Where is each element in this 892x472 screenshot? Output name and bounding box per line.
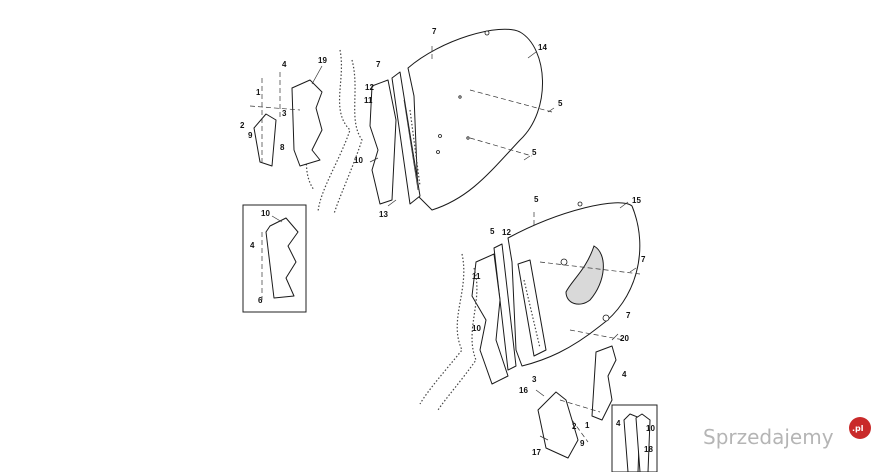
callout-11: 11 xyxy=(472,272,481,281)
callout-11: 11 xyxy=(364,96,373,105)
upper-bracket-19 xyxy=(291,79,323,167)
callout-9: 9 xyxy=(580,439,585,448)
callout-17: 17 xyxy=(532,448,541,457)
callout-10: 10 xyxy=(354,156,363,165)
callout-16: 16 xyxy=(519,386,528,395)
watermark-text: Sprzedajemy xyxy=(703,425,834,449)
upper-inset xyxy=(242,204,307,313)
lower-inset xyxy=(611,404,658,472)
callout-19: 19 xyxy=(318,56,327,65)
callout-1: 1 xyxy=(585,421,590,430)
callout-4: 4 xyxy=(250,241,255,250)
lower-assembly xyxy=(419,201,641,459)
callout-10: 10 xyxy=(646,424,655,433)
callout-3: 3 xyxy=(282,109,287,118)
upper-assembly xyxy=(249,28,555,215)
callout-12: 12 xyxy=(502,228,511,237)
callout-8: 8 xyxy=(280,143,285,152)
callout-7: 7 xyxy=(432,27,437,36)
callout-4: 4 xyxy=(622,370,627,379)
callout-9: 9 xyxy=(248,131,253,140)
callout-5: 5 xyxy=(534,195,539,204)
callout-4: 4 xyxy=(616,419,621,428)
callout-4: 4 xyxy=(282,60,287,69)
upper-plate-8 xyxy=(253,113,277,167)
callout-6: 6 xyxy=(258,296,263,305)
lower-bracket-4 xyxy=(591,345,617,421)
upper-frame xyxy=(369,79,397,205)
callout-10: 10 xyxy=(261,209,270,218)
callout-7: 7 xyxy=(376,60,381,69)
upper-inset-frame xyxy=(242,204,307,313)
callout-15: 15 xyxy=(632,196,641,205)
upper-shield-panel xyxy=(407,28,543,211)
lower-inset-frame xyxy=(611,404,658,472)
lower-frame xyxy=(471,253,509,385)
callout-13: 13 xyxy=(379,210,388,219)
upper-inset-part xyxy=(265,217,299,299)
lower-plate-17 xyxy=(537,391,579,459)
callout-20: 20 xyxy=(620,334,629,343)
callout-5: 5 xyxy=(558,99,563,108)
callout-14: 14 xyxy=(538,43,547,52)
lower-thin-strip xyxy=(493,243,517,371)
callout-1: 1 xyxy=(256,88,261,97)
callout-7: 7 xyxy=(641,255,646,264)
callout-5: 5 xyxy=(532,148,537,157)
callout-10: 10 xyxy=(472,324,481,333)
callout-2: 2 xyxy=(240,121,245,130)
callout-2: 2 xyxy=(572,422,577,431)
watermark-badge-icon xyxy=(849,417,871,439)
callout-12: 12 xyxy=(365,83,374,92)
upper-strip xyxy=(391,71,421,205)
watermark: Sprzedajemy .pl xyxy=(703,417,871,449)
callout-5: 5 xyxy=(490,227,495,236)
lower-shield-cutout xyxy=(565,245,604,305)
watermark-badge-text: .pl xyxy=(852,424,864,433)
callout-18: 18 xyxy=(644,445,653,454)
callout-3: 3 xyxy=(532,375,537,384)
callout-labels: 7 14 19 4 7 12 1 11 3 2 9 8 5 5 10 13 10… xyxy=(240,27,655,457)
callout-7: 7 xyxy=(626,311,631,320)
